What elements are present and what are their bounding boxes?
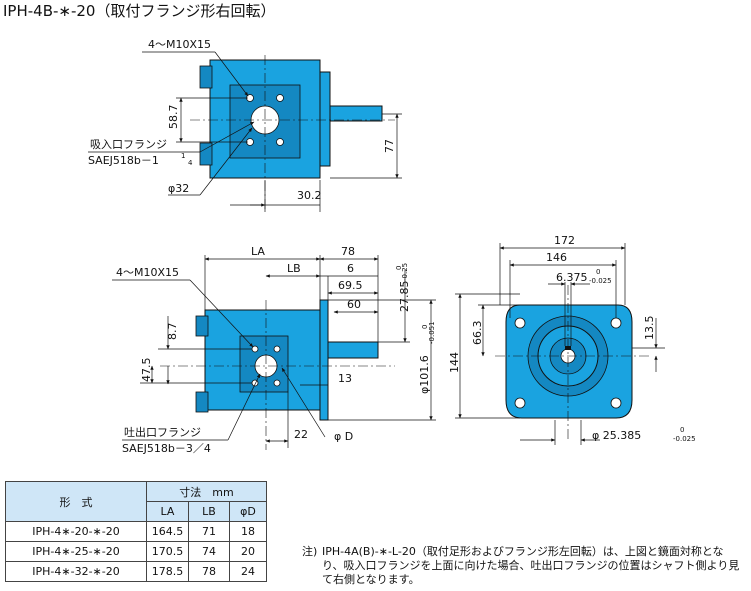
dimension-table: 形 式 寸法 mm LA LB φD IPH-4∗-20-∗-20 164.5 … [5,481,267,582]
side-bolt-label: 4～M10X15 [116,266,179,279]
side-tol-101-6-up: 0 [421,325,429,329]
side-bolt-hole [273,345,281,353]
table-cell-LA: 164.5 [146,521,189,542]
end-dim-172: 172 [554,234,575,247]
side-dim-LB: LB [287,262,301,275]
side-flange-std: SAEJ518b－3／4 [122,442,211,455]
top-bolt-boss-lower [199,142,213,166]
end-tol-25-385-dn: -0.025 [673,435,696,443]
table-cell-model: IPH-4∗-32-∗-20 [5,561,147,582]
end-dim-13-5: 13.5 [643,316,656,341]
side-tol-101-6-dn: -0.051 [428,321,436,344]
side-tol-27-85-dn: -0.25 [401,263,409,281]
top-view: 4～M10X15 58.7 77 30.2 吸入口フランジ SAEJ518b－1… [88,38,402,212]
end-tol-6-375-dn: -0.025 [589,277,612,285]
table-cell-LA: 170.5 [146,541,189,562]
top-flange-label: 吸入口フランジ [90,138,167,151]
top-dim-phi32: φ32 [168,182,189,195]
end-dim-66-3: 66.3 [471,321,484,346]
table-cell-model: IPH-4∗-25-∗-20 [5,541,147,562]
table-cell-D: 20 [229,541,267,562]
table-row: IPH-4∗-20-∗-20 164.5 71 18 [5,521,267,542]
table-cell-LB: 78 [188,561,230,582]
drawing-title: IPH-4B-∗-20（取付フランジ形右回転） [3,2,275,20]
top-bolt-boss-upper [199,65,213,89]
side-dim-47-5: 47.5 [140,358,153,383]
side-bolt-boss-lower [195,391,209,413]
top-pump-flange-plate [319,71,331,167]
end-mount-hole [514,317,526,329]
side-bolt-boss-upper [195,315,209,337]
side-dim-27-85: 27.85 [398,281,411,313]
footnote-text: IPH-4A(B)-∗-L-20（取付足形およびフランジ形左回転）は、上図と鏡面… [322,545,740,586]
side-dim-LA: LA [251,245,265,258]
top-bolt-hole [276,94,284,102]
side-dim-60: 60 [347,298,361,311]
side-tol-27-85-up: 0 [395,266,403,270]
side-dim-78: 78 [341,245,355,258]
table-cell-LB: 71 [188,521,230,542]
table-header-dims: 寸法 mm [146,481,267,502]
end-mount-hole [514,397,526,409]
side-dim-13: 13 [338,372,352,385]
top-bolt-hole [276,138,284,146]
table-cell-LB: 74 [188,541,230,562]
top-dim-30-2: 30.2 [297,189,322,202]
side-dim-22: 22 [294,428,308,441]
end-dim-phi25-385: φ 25.385 [592,429,641,442]
table-cell-LA: 178.5 [146,561,189,582]
side-dim-69-5: 69.5 [338,279,363,292]
table-row: IPH-4∗-25-∗-20 170.5 74 20 [5,541,267,562]
end-view: 172 146 6.375 0 -0.025 66.3 144 13.5 φ 2… [448,234,696,445]
side-bolt-hole [273,379,281,387]
end-tol-25-385-up: 0 [680,426,684,434]
top-flange-std: SAEJ518b－1 [88,154,159,167]
end-mount-hole [610,317,622,329]
side-dim-8-7: 8.7 [166,323,179,341]
technical-drawing: IPH-4B-∗-20（取付フランジ形右回転） 4～M10X15 58.7 77 [3,2,696,455]
table-cell-model: IPH-4∗-20-∗-20 [5,521,147,542]
side-pump-mount-flange [319,299,329,421]
side-shaft [327,341,379,359]
top-bolt-label: 4～M10X15 [148,38,211,51]
side-dim-phiD: φ D [334,430,353,443]
end-tol-6-375-up: 0 [596,268,600,276]
top-shaft [329,105,383,122]
end-dim-6-375: 6.375 [556,271,588,284]
side-dim-phi101-6: φ101.6 [418,355,431,394]
table-col-LA: LA [146,501,189,522]
footnote-prefix: 注) [302,545,318,558]
table-cell-D: 18 [229,521,267,542]
table-row: IPH-4∗-32-∗-20 178.5 78 24 [5,561,267,582]
side-flange-label: 吐出口フランジ [124,425,201,439]
top-dim-58-7: 58.7 [167,105,180,130]
end-mount-hole [610,397,622,409]
table-header-model: 形 式 [5,481,147,522]
table-col-LB: LB [188,501,230,522]
table-cell-D: 24 [229,561,267,582]
side-dim-6: 6 [347,262,354,275]
top-dim-77: 77 [383,139,396,153]
top-flange-frac-den: 4 [188,159,193,167]
end-dim-146: 146 [546,251,567,264]
end-dim-144: 144 [448,352,461,373]
top-flange-frac-num: 1 [181,152,185,160]
table-col-D: φD [229,501,267,522]
footnote: 注) IPH-4A(B)-∗-L-20（取付足形およびフランジ形左回転）は、上図と… [302,545,747,587]
side-view: LA 78 LB 6 69.5 60 27.85 0 -0.25 φ101.6 … [112,245,436,455]
